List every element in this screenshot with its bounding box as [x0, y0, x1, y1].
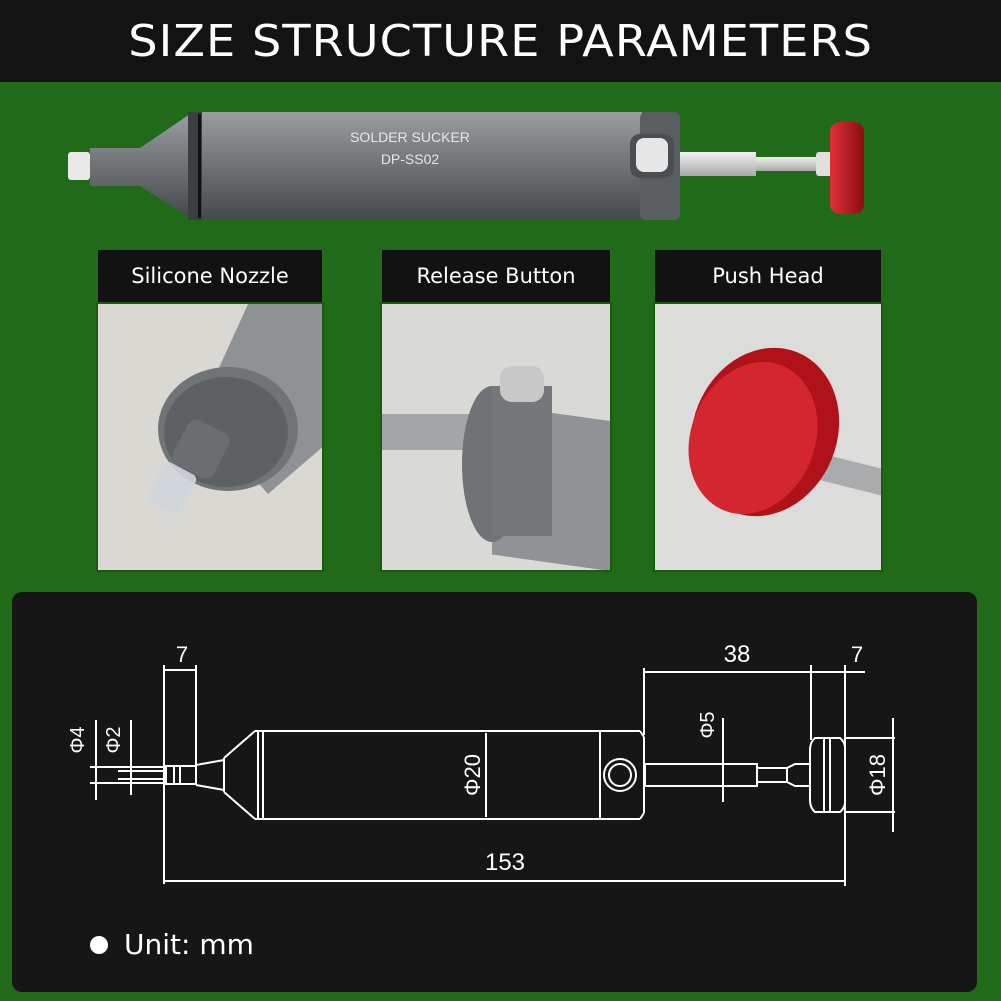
panel-label-push-head: Push Head [655, 250, 881, 302]
dim-head-diameter: Φ18 [865, 754, 890, 796]
push-head-icon [830, 122, 864, 214]
dim-outer-tip-diameter: Φ4 [67, 726, 89, 753]
bullet-icon [90, 935, 108, 954]
release-button-photo-icon [500, 366, 544, 402]
dim-nozzle-length: 7 [176, 642, 188, 667]
header-bar: SIZE STRUCTURE PARAMETERS [0, 0, 1001, 82]
technical-drawing: 7 38 7 153 Φ4 Φ2 Φ20 Φ5 Φ18 [67, 641, 895, 886]
dim-head-length: 7 [851, 642, 863, 667]
red-push-head-icon [688, 362, 818, 514]
dim-rod-length: 38 [724, 641, 751, 668]
dim-rod-diameter: Φ5 [697, 711, 719, 738]
page-title: SIZE STRUCTURE PARAMETERS [128, 15, 873, 67]
push-head-photo [653, 302, 883, 572]
release-button-icon [636, 138, 668, 172]
product-hero-image: SOLDER SUCKER DP-SS02 [40, 100, 960, 230]
svg-text:DP-SS02: DP-SS02 [381, 151, 440, 167]
dim-total-length: 153 [485, 849, 525, 876]
panel-label-silicone-nozzle: Silicone Nozzle [98, 250, 322, 302]
silicone-nozzle-photo [96, 302, 324, 572]
unit-note: Unit: mm [90, 928, 254, 961]
dim-body-diameter: Φ20 [460, 754, 485, 796]
unit-label: Unit: mm [124, 928, 254, 961]
panel-label-text: Push Head [712, 264, 824, 288]
nozzle-photo-icon [147, 462, 197, 514]
panel-label-text: Release Button [416, 264, 576, 288]
dim-inner-tip-diameter: Φ2 [103, 726, 125, 753]
silicone-tip-icon [68, 152, 90, 180]
svg-text:SOLDER SUCKER: SOLDER SUCKER [350, 129, 470, 145]
panel-label-release-button: Release Button [382, 250, 610, 302]
release-button-photo [380, 302, 612, 572]
panel-label-text: Silicone Nozzle [131, 264, 289, 288]
dimension-drawing-panel: 7 38 7 153 Φ4 Φ2 Φ20 Φ5 Φ18 [12, 592, 977, 992]
